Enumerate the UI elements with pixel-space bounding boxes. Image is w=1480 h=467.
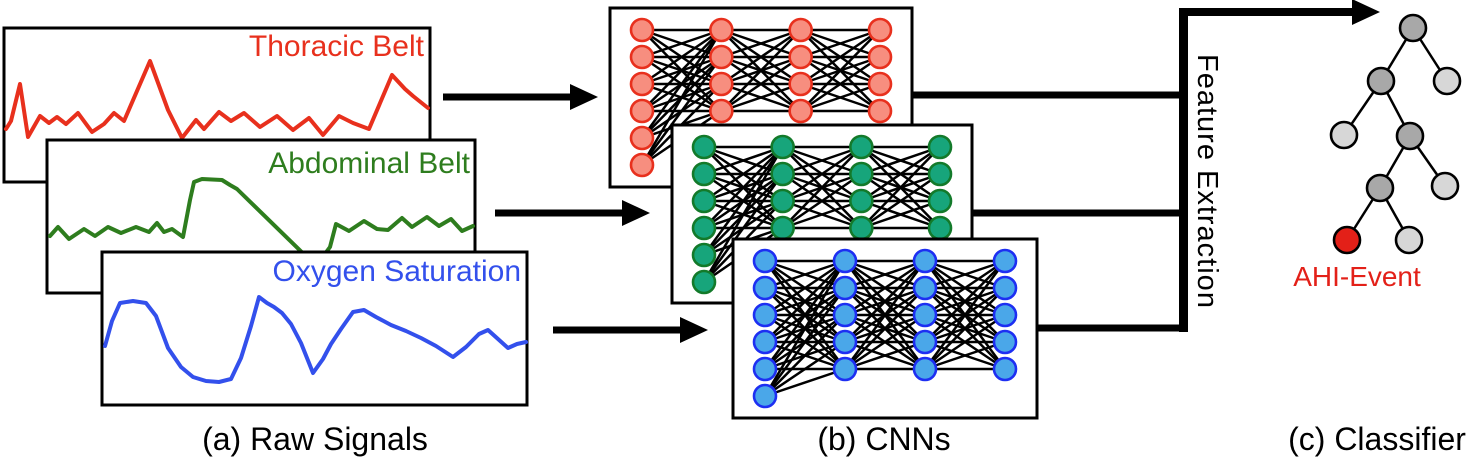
neuron-red bbox=[788, 44, 813, 70]
tree-node-dark bbox=[1398, 13, 1428, 43]
neuron-blue bbox=[992, 329, 1018, 355]
neuron-green bbox=[849, 134, 874, 160]
neuron-blue bbox=[832, 356, 858, 382]
neuron-green bbox=[691, 242, 717, 268]
neuron-red bbox=[629, 17, 655, 43]
neuron-blue bbox=[992, 356, 1018, 382]
neuron-red bbox=[629, 71, 655, 97]
ahi-event-label: AHI-Event bbox=[1293, 261, 1421, 292]
decision-tree bbox=[1329, 13, 1462, 255]
neuron-green bbox=[927, 188, 953, 214]
neuron-green bbox=[927, 215, 953, 241]
neuron-blue bbox=[752, 275, 778, 301]
neuron-red bbox=[709, 98, 734, 124]
neuron-blue bbox=[832, 248, 858, 274]
input-arrows bbox=[443, 84, 708, 343]
oxygen-panel bbox=[100, 250, 529, 407]
neuron-blue bbox=[832, 275, 858, 301]
neuron-green bbox=[770, 188, 795, 214]
neuron-green bbox=[927, 161, 953, 187]
neuron-blue bbox=[752, 248, 778, 274]
tree-node-light bbox=[1329, 120, 1359, 150]
neuron-blue bbox=[832, 329, 858, 355]
neuron-green bbox=[770, 215, 795, 241]
oxygen-saturation-label: Oxygen Saturation bbox=[272, 255, 521, 288]
tree-node-light bbox=[1430, 171, 1460, 201]
neuron-green bbox=[770, 161, 795, 187]
neuron-green bbox=[849, 161, 874, 187]
neuron-green bbox=[770, 134, 795, 160]
neuron-red bbox=[867, 44, 893, 70]
neuron-blue bbox=[912, 275, 938, 301]
neuron-blue bbox=[752, 329, 778, 355]
neuron-red bbox=[788, 98, 813, 124]
abdominal-waveform bbox=[48, 177, 475, 268]
tree-node-dark bbox=[1366, 66, 1396, 96]
neuron-blue bbox=[992, 248, 1018, 274]
caption-classifier: (c) Classifier bbox=[1288, 421, 1466, 457]
neuron-red bbox=[709, 44, 734, 70]
neuron-green bbox=[691, 269, 717, 295]
neuron-blue bbox=[912, 356, 938, 382]
neuron-blue bbox=[912, 302, 938, 328]
abdominal-belt-label: Abdominal Belt bbox=[268, 147, 470, 180]
thoracic-waveform bbox=[4, 59, 430, 140]
neuron-red bbox=[629, 44, 655, 70]
neuron-green bbox=[849, 188, 874, 214]
caption-raw-signals: (a) Raw Signals bbox=[202, 421, 428, 457]
neuron-red bbox=[867, 17, 893, 43]
neuron-red bbox=[709, 17, 734, 43]
tree-node-light bbox=[1432, 66, 1462, 96]
neuron-green bbox=[849, 215, 874, 241]
neuron-red bbox=[867, 71, 893, 97]
neuron-green bbox=[691, 161, 717, 187]
neuron-green bbox=[691, 188, 717, 214]
neuron-blue bbox=[912, 329, 938, 355]
tree-node-light bbox=[1394, 225, 1424, 255]
cnn-blue bbox=[731, 237, 1039, 420]
neuron-blue bbox=[992, 302, 1018, 328]
feature-extraction-lines bbox=[912, 0, 1380, 332]
neuron-blue bbox=[752, 356, 778, 382]
tree-node-dark bbox=[1365, 173, 1395, 203]
oxygen-waveform bbox=[103, 295, 528, 384]
tree-node-dark bbox=[1395, 121, 1425, 151]
neuron-red bbox=[629, 152, 655, 178]
neuron-blue bbox=[752, 302, 778, 328]
neuron-green bbox=[927, 134, 953, 160]
neuron-red bbox=[867, 98, 893, 124]
caption-cnns: (b) CNNs bbox=[817, 421, 951, 457]
neuron-blue bbox=[992, 275, 1018, 301]
signal-panel-oxygen bbox=[100, 250, 529, 407]
neuron-green bbox=[691, 215, 717, 241]
tree-node-red bbox=[1332, 225, 1362, 255]
neuron-red bbox=[788, 71, 813, 97]
neuron-blue bbox=[752, 383, 778, 409]
neuron-green bbox=[691, 134, 717, 160]
neuron-red bbox=[709, 71, 734, 97]
neuron-red bbox=[788, 17, 813, 43]
neuron-blue bbox=[912, 248, 938, 274]
feature-extraction-label: Feature Extraction bbox=[1191, 54, 1223, 309]
neuron-red bbox=[629, 98, 655, 124]
thoracic-belt-label: Thoracic Belt bbox=[248, 30, 424, 63]
neuron-red bbox=[629, 125, 655, 151]
neuron-blue bbox=[832, 302, 858, 328]
